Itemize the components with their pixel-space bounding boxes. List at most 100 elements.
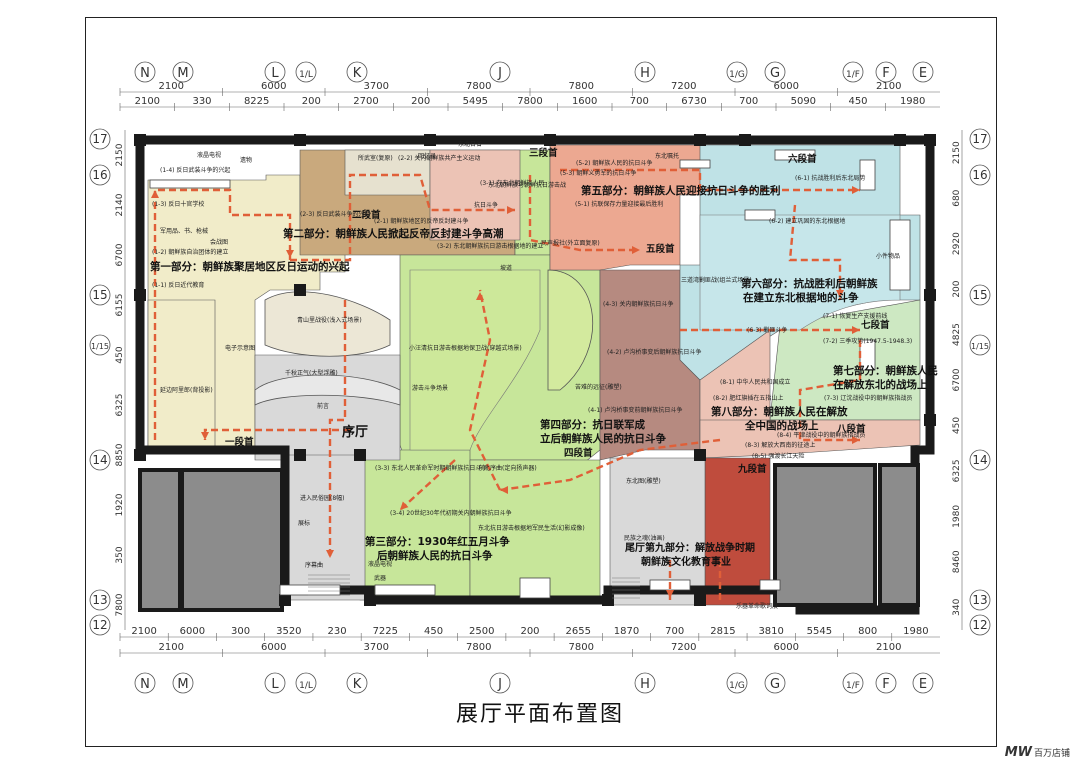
stage-label-9: 九段首 (737, 463, 767, 475)
exhibit-caption-59: 乐器革命歌词展 (736, 602, 778, 610)
section-title-s7: 在解放东北的战场上 (833, 378, 928, 391)
column-9 (294, 284, 306, 296)
visitor-route-11 (203, 428, 350, 440)
column-axis-bubble-1/G-bottom (726, 672, 748, 694)
route-arrow-13 (666, 590, 674, 598)
watermark-logo: MW (1004, 745, 1032, 760)
row-axis-label-left: 12 (92, 618, 107, 632)
outer-wall (135, 135, 935, 615)
dim-top-inner-value: 330 (192, 96, 211, 107)
column-axis-bubble-F-top (875, 61, 897, 83)
exhibit-caption-53: (8-2) 肥红旗插在五指山上 (713, 394, 783, 402)
section-title-s1: 第一部分：朝鲜族聚居地区反日运动的兴起 (150, 260, 350, 273)
exhibit-caption-56: (8-5) 强渡长江天险 (752, 452, 804, 460)
column-axis-bubble-G-bottom (764, 672, 786, 694)
relief-wall (254, 374, 401, 406)
column-15 (924, 414, 936, 426)
dim-left-value: 450 (115, 346, 125, 363)
row-axis-bubble-left-17 (89, 128, 111, 150)
exhibit-caption-20: 东北朝鲜族与朝鲜抗日游击战 (488, 181, 566, 189)
core-block-4 (878, 463, 920, 607)
exhibit-caption-52: (8-1) 中华人民共和国成立 (720, 378, 790, 386)
column-14 (694, 449, 706, 461)
core-block-1 (138, 468, 182, 612)
exhibit-caption-44: (6-1) 抗战胜利后东北局势 (795, 174, 865, 182)
showcase-3 (519, 577, 551, 599)
row-axis-label-right: 16 (972, 168, 987, 182)
column-12 (294, 449, 306, 461)
dim-bottom-outer-value: 2100 (159, 642, 184, 653)
row-axis-label-right: 12 (972, 618, 987, 632)
dim-bottom-outer-value: 6000 (261, 642, 286, 653)
exhibit-caption-54: (8-3) 解放大西南的征途上 (745, 441, 815, 449)
exhibit-caption-2: 遗物 (240, 156, 252, 164)
dim-bottom-inner-value: 1980 (903, 626, 928, 637)
column-axis-bubble-N-top (134, 61, 156, 83)
dim-top-outer-value: 3700 (364, 81, 389, 92)
exhibit-caption-24: 坡道 (500, 264, 512, 272)
dim-bottom-outer-value: 2100 (876, 642, 901, 653)
row-axis-bubble-right-13 (969, 589, 991, 611)
visitor-route-9 (399, 459, 456, 511)
column-axis-bubble-M-bottom (172, 672, 194, 694)
visitor-route-8 (468, 289, 502, 491)
exhibit-caption-8: 延边阿里郎(背投影) (160, 386, 213, 394)
column-axis-bubble-1/F-bottom (842, 672, 864, 694)
section-title-s3: 后朝鲜族人民的抗日斗争 (377, 549, 493, 562)
dim-bottom-inner-value: 300 (231, 626, 250, 637)
column-axis-label: F (882, 66, 889, 81)
exhibit-caption-43: 东北嘱托 (655, 152, 679, 160)
section-title-s4: 立后朝鲜族人民的抗日斗争 (540, 432, 666, 445)
exhibit-caption-46: (6-3) 剿匪斗争 (747, 326, 787, 334)
column-18 (364, 594, 376, 606)
route-arrow-8 (500, 486, 508, 494)
column-axis-bubble-L-top (264, 61, 286, 83)
dim-bottom-inner-value: 2500 (469, 626, 494, 637)
zone-part1-left (147, 299, 216, 451)
showcase-11 (889, 219, 911, 291)
dim-bottom-inner-value: 7225 (373, 626, 398, 637)
exhibit-caption-37: (4-1) 卢沟桥事变前朝鲜族抗日斗争 (588, 406, 682, 414)
dim-top-outer-value: 7200 (671, 81, 696, 92)
visitor-route-2 (528, 175, 640, 252)
showcase-9 (774, 149, 816, 161)
dim-right-value: 680 (952, 189, 962, 206)
dim-left-value: 6325 (115, 394, 125, 417)
exhibit-caption-34: 液晶电视 (368, 560, 392, 568)
dim-left-value: 1920 (115, 493, 125, 516)
dim-bottom-inner-value: 200 (520, 626, 539, 637)
row-axis-label-left: 15 (92, 288, 107, 302)
dim-top-inner-value: 6730 (681, 96, 706, 107)
dim-top-inner-value: 700 (630, 96, 649, 107)
stage-label-4: 四段首 (564, 447, 593, 459)
dim-left-value: 8850 (115, 443, 125, 466)
route-arrowhead-1 (286, 250, 294, 258)
exhibit-caption-4: 军用品、书、枪械 (160, 227, 208, 235)
route-arrowhead-13 (666, 590, 674, 598)
visitor-route-7 (499, 438, 721, 492)
exhibit-caption-23: 小汪清抗日游击根据地保卫战(穿越式场景) (409, 344, 522, 352)
section-title-s9: 朝鲜族文化教育事业 (641, 555, 731, 568)
route-arrow-11 (326, 550, 334, 558)
dim-bottom-inner-value: 700 (665, 626, 684, 637)
column-axis-label: J (497, 66, 502, 81)
section-title-s3: 第三部分：1930年红五月斗争 (365, 535, 510, 548)
exhibit-caption-31: 进入民俗园(8幅) (300, 494, 345, 502)
column-axis-bubble-G-top (764, 61, 786, 83)
column-axis-label: 1/L (299, 681, 313, 691)
row-axis-bubble-right-1/15 (969, 334, 991, 356)
curved-display-green (547, 269, 594, 391)
dim-bottom-outer-value: 6000 (774, 642, 799, 653)
row-axis-label-left: 14 (92, 453, 107, 467)
drawing-title: 展厅平面布置图 (455, 702, 624, 727)
column-axis-bubble-N-bottom (134, 672, 156, 694)
dim-bottom-inner-value: 1870 (614, 626, 639, 637)
section-title-s2: 第二部分：朝鲜族人民掀起反帝反封建斗争高潮 (283, 227, 504, 240)
exhibit-caption-12: 前言 (317, 402, 329, 410)
drawing-frame (85, 17, 997, 747)
dim-right-value: 340 (952, 598, 962, 615)
route-arrowhead-6 (852, 326, 860, 334)
route-arrowhead-8 (500, 486, 508, 494)
column-axis-label: H (640, 66, 650, 81)
